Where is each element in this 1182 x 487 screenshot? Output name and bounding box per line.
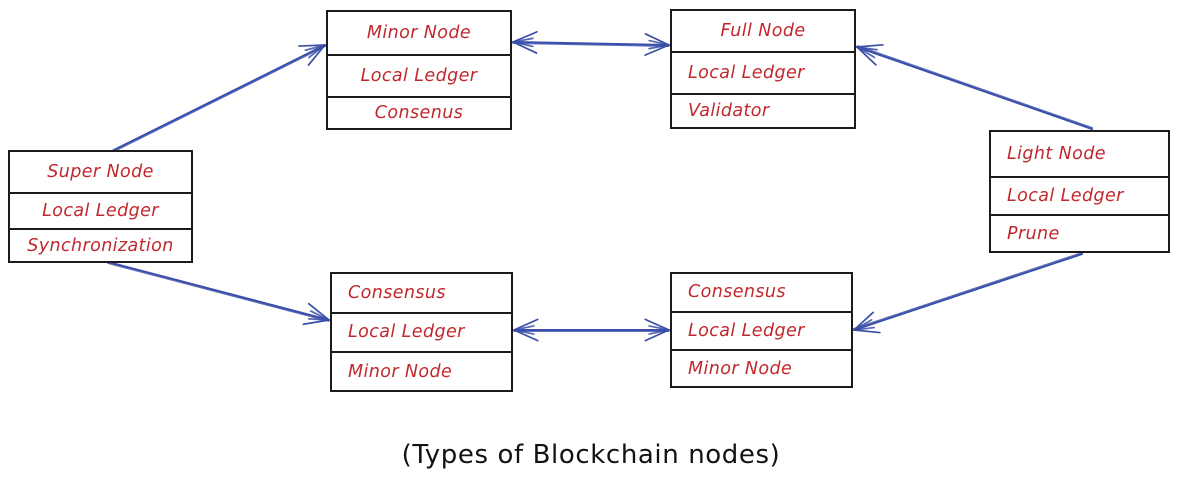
edge-light-node-to-full-node[interactable] [856, 43, 1094, 130]
bottom-right-row-2: Local Ledger [672, 310, 851, 350]
light-node-row-2: Local Ledger [991, 176, 1168, 214]
edge-super-node-to-bottom-left-node[interactable] [107, 261, 330, 326]
super-node-row-3: Synchronization [10, 228, 191, 261]
bottom-left-row-1: Consensus [348, 282, 446, 303]
full-node-row-3: Validator [672, 93, 854, 127]
bottom-left-row-2: Local Ledger [332, 311, 511, 352]
bottom-right-row-3: Minor Node [672, 349, 851, 386]
light-node-row-3: Prune [991, 214, 1168, 251]
bottom-left-row-3: Minor Node [332, 351, 511, 390]
minor-node-row-2: Local Ledger [328, 53, 510, 97]
edge-bottom-left-node-to-bottom-right-node[interactable] [513, 318, 670, 342]
super-node-row-2: Local Ledger [10, 191, 191, 229]
light-node-row-1: Light Node [1007, 144, 1106, 165]
edge-light-node-to-bottom-right-node[interactable] [852, 252, 1083, 334]
bottom-right-row-1: Consensus [688, 282, 786, 303]
edge-minor-node-to-full-node[interactable] [512, 31, 670, 56]
diagram-caption: (Types of Blockchain nodes) [401, 440, 781, 470]
minor-node-row-1: Minor Node [366, 22, 472, 43]
edge-super-node-to-minor-node[interactable] [109, 44, 327, 154]
full-node-row-1: Full Node [720, 20, 806, 41]
minor-node-row-3: Consenus [328, 96, 510, 128]
full-node-row-2: Local Ledger [672, 50, 854, 94]
super-node-row-1: Super Node [47, 161, 154, 182]
